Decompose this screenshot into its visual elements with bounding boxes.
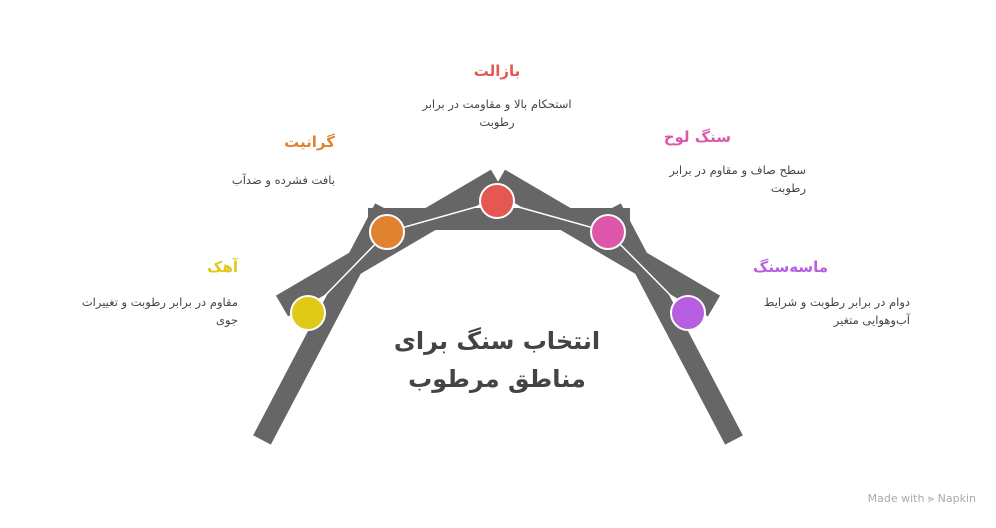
basalt-desc: استحکام بالا و مقاومت در برابر رطوبت bbox=[422, 97, 572, 129]
granite-title: گرانیت bbox=[284, 133, 335, 151]
slate-title: سنگ لوح bbox=[663, 128, 731, 146]
basalt-title: بازالت bbox=[473, 62, 521, 80]
limestone-desc: مقاوم در برابر رطوبت و تغییرات جوی bbox=[81, 295, 238, 327]
node-limestone bbox=[290, 295, 326, 331]
sandstone-desc: دوام در برابر رطوبت و شرایط آب‌وهوایی مت… bbox=[763, 295, 910, 327]
sandstone-title: ماسه‌سنگ bbox=[753, 258, 828, 276]
slate-desc: سطح صاف و مقاوم در برابر رطوبت bbox=[669, 163, 806, 195]
title-line-2: مناطق مرطوب bbox=[408, 365, 586, 393]
granite-desc: بافت فشرده و ضدآب bbox=[231, 173, 335, 187]
napkin-watermark: Made with ⪢ Napkin bbox=[867, 492, 976, 505]
node-sandstone bbox=[670, 295, 706, 331]
node-basalt bbox=[479, 183, 515, 219]
node-slate bbox=[590, 214, 626, 250]
diagram-title: انتخاب سنگ برای مناطق مرطوب bbox=[347, 322, 647, 398]
node-granite bbox=[369, 214, 405, 250]
limestone-title: آهک bbox=[207, 258, 238, 276]
title-line-1: انتخاب سنگ برای bbox=[393, 327, 601, 355]
